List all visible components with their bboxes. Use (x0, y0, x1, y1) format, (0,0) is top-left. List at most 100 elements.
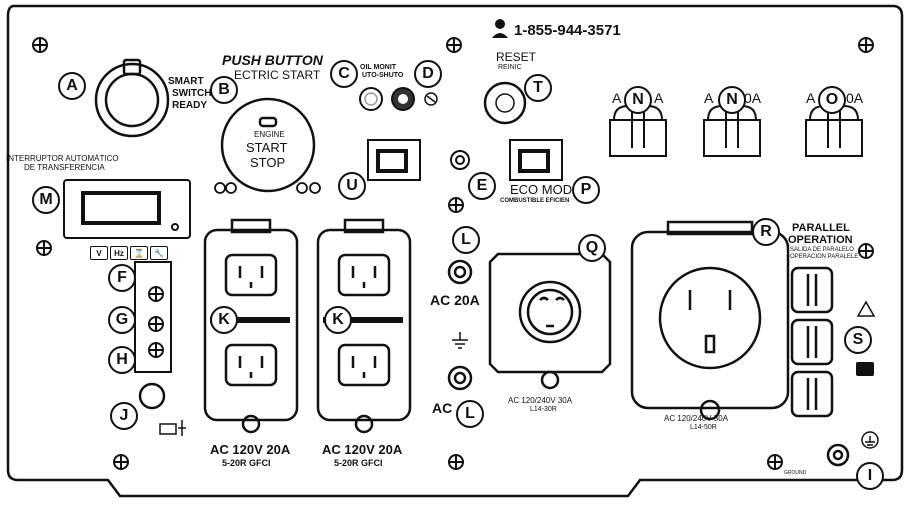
callout-n-2: N (718, 86, 746, 114)
breaker-o-label-right: 0A (846, 90, 864, 106)
ground-label: GROUND (784, 470, 807, 476)
fuel-valve-knob (450, 150, 470, 170)
breaker-button-20a-bottom (447, 365, 473, 391)
callout-d: D (414, 60, 442, 88)
screw-icon (767, 454, 783, 470)
callout-l-2: L (456, 400, 484, 428)
screw-icon (446, 37, 462, 53)
parallel-label-1: PARALLEL (792, 222, 850, 234)
mounting-screws (32, 37, 874, 470)
phone-person-icon (492, 19, 508, 38)
smart-switch-label-2: SWITCH (172, 88, 212, 99)
outlet-50a-rating: AC 120/240V 50A (664, 414, 729, 423)
hand-icons (214, 182, 321, 194)
stop-label: STOP (250, 155, 286, 170)
auto-shutoff-indicator-light (391, 87, 415, 111)
breaker-n1-label-left: A (612, 90, 622, 106)
smart-switch-connector (94, 58, 170, 138)
breaker-button-20a-top (447, 259, 473, 285)
engine-start-stop-button (220, 97, 316, 193)
parallel-ports (790, 266, 834, 418)
callout-n-1: N (624, 86, 652, 114)
callout-l-1: L (452, 226, 480, 254)
callout-g: G (108, 306, 136, 334)
warning-triangle-icon (856, 300, 876, 317)
screw-icon (32, 37, 48, 53)
callout-f: F (108, 264, 136, 292)
screw-icon (858, 243, 874, 259)
breaker-n2-label-left: A (704, 90, 714, 106)
callout-k-1: K (210, 306, 238, 334)
push-button-title: PUSH BUTTON (222, 52, 323, 68)
callout-s: S (844, 326, 872, 354)
callout-b: B (210, 76, 238, 104)
ac-20a-bottom-label: AC (432, 400, 453, 416)
eco-mode-switch (509, 139, 563, 181)
panel-outline (6, 4, 904, 498)
voltage-indicator: V (90, 246, 108, 260)
reset-button (483, 81, 527, 125)
parallel-label-2: OPERATION (788, 234, 853, 246)
oil-indicator-light (359, 87, 383, 111)
ground-terminal (826, 431, 879, 467)
screw-icon (858, 37, 874, 53)
breaker-o-label-left: A (806, 90, 816, 106)
breaker-n2-label-right: 0A (744, 90, 762, 106)
power-switch (367, 139, 421, 181)
phone-number: 1-855-944-3571 (514, 22, 621, 39)
interruptor-label-1: INTERRUPTOR AUTOMÁTICO (6, 154, 119, 163)
callout-p: P (572, 176, 600, 204)
callout-j: J (110, 402, 138, 430)
reset-sub-label: REINIC (498, 64, 522, 71)
auto-shutoff-label: UTO-SHUTO (362, 72, 404, 79)
parallel-sub-label-2: OPERACION PARALELE (790, 254, 859, 260)
twist-lock-30a-outlet (488, 252, 612, 390)
battery-charge-port (138, 382, 166, 410)
ground-symbol-icon (452, 332, 468, 349)
engine-label: ENGINE (254, 130, 285, 139)
callout-m: M (32, 186, 60, 214)
frequency-indicator: Hz (110, 246, 128, 260)
outlet-50a-type: L14-50R (690, 424, 717, 431)
callout-u: U (338, 172, 366, 200)
callout-o: O (818, 86, 846, 114)
callout-h: H (108, 346, 136, 374)
outlet-50a (630, 220, 790, 421)
screw-icon (36, 240, 52, 256)
outlet-1-rating: AC 120V 20A (210, 442, 291, 457)
callout-k-2: K (324, 306, 352, 334)
outlet-30a-rating: AC 120/240V 30A (508, 396, 573, 405)
callout-e: E (468, 172, 496, 200)
smart-switch-label-1: SMART (168, 76, 204, 87)
hours-indicator: ⌛ (130, 246, 148, 260)
parallel-sub-label-1: SALIDA DE PARALELO (790, 247, 854, 253)
warning-icon (424, 92, 438, 106)
screw-icon (448, 197, 464, 213)
interruptor-label-2: DE TRANSFERENCIA (24, 163, 105, 172)
callout-i: I (856, 462, 884, 490)
callout-c: C (330, 60, 358, 88)
oil-monitor-label: OIL MONIT (360, 64, 397, 71)
outlet-2-type: 5-20R GFCI (334, 458, 383, 468)
digital-display (63, 179, 191, 239)
ac-20a-top-label: AC 20A (430, 292, 480, 308)
start-label: START (246, 140, 288, 155)
wrench-indicator: 🔧 (150, 246, 168, 260)
reset-label: RESET (496, 50, 537, 64)
screw-icon (448, 454, 464, 470)
breaker-n1-label-right: A (654, 90, 664, 106)
manual-icon (856, 362, 874, 376)
callout-t: T (524, 74, 552, 102)
outlet-1-type: 5-20R GFCI (222, 458, 271, 468)
eco-mode-sub-label: COMBUSTIBLE EFICIEN (500, 198, 570, 204)
callout-a: A (58, 72, 86, 100)
callout-r: R (752, 218, 780, 246)
outlet-2-rating: AC 120V 20A (322, 442, 403, 457)
battery-icon (159, 420, 186, 436)
screw-icon (113, 454, 129, 470)
electric-start-label: ECTRIC START (234, 68, 321, 82)
smart-switch-label-3: READY (172, 100, 208, 111)
callout-q: Q (578, 234, 606, 262)
